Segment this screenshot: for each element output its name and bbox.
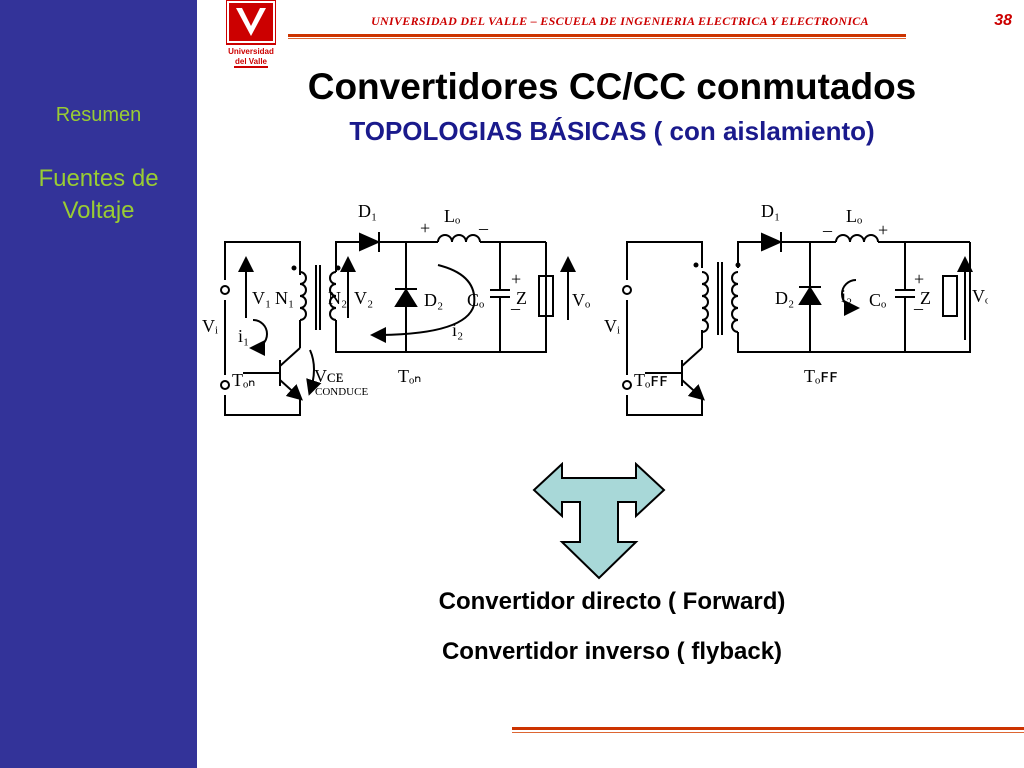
label-fb-d1: D₁ (761, 201, 780, 221)
label-fb-toff-out: Tₒꜰꜰ (804, 366, 838, 386)
label-plus-co: + (511, 269, 521, 289)
label-plus: + (420, 218, 430, 238)
label-co: Cₒ (467, 290, 484, 310)
label-lo: Lₒ (444, 206, 460, 226)
label-z: Z (516, 288, 527, 308)
logo-text-line2: del Valle (235, 57, 268, 66)
label-vo: Vₒ (572, 290, 590, 310)
label-d2: D₂ (424, 290, 443, 310)
label-i1: i₁ (238, 326, 249, 346)
footer-divider-thin (512, 732, 1024, 733)
label-fb-toff-left: Tₒꜰꜰ (634, 370, 668, 390)
label-fb-vi: Vᵢ (604, 316, 620, 336)
label-n2: N₂ (328, 288, 347, 308)
label-ton-left: Tₒₙ (232, 370, 255, 390)
header-divider-thin (288, 38, 906, 39)
footer-divider (512, 727, 1024, 730)
label-forward: Convertidor directo ( Forward) (438, 588, 786, 615)
sidebar-item-resumen[interactable]: Resumen (55, 104, 142, 126)
label-fb-minus-co: – (913, 298, 924, 318)
label-fb-vo: Vₒ (972, 286, 988, 306)
forward-converter-circuit (224, 232, 576, 416)
label-fb-minus: – (822, 220, 833, 240)
university-logo: Universidad del Valle (226, 0, 276, 68)
label-vce: Vᴄᴇ (314, 366, 344, 386)
label-i2: i₂ (452, 320, 463, 340)
slide-title: Convertidores CC/CC conmutados (307, 66, 917, 107)
page-number: 38 (994, 12, 1012, 29)
t-arrow-icon (532, 462, 666, 580)
label-n1: N₁ (275, 288, 294, 308)
label-d1: D₁ (358, 201, 377, 221)
label-fb-plus: + (878, 220, 888, 240)
circuit-diagrams: D₁ Lₒ + – D₂ Cₒ + – Z Vₒ Vᵢ i₁ V₁ N₁ N₂ … (202, 201, 988, 416)
header-institution: UNIVERSIDAD DEL VALLE – ESCUELA DE INGEN… (371, 14, 869, 28)
sidebar: Resumen Fuentes de Voltaje (0, 0, 197, 768)
flyback-converter-circuit (622, 232, 973, 416)
label-vi: Vᵢ (202, 316, 218, 336)
label-fb-i2: i₂ (841, 286, 852, 306)
label-fb-co: Cₒ (869, 290, 886, 310)
label-minus-co: – (510, 298, 521, 318)
sidebar-item-fuentes-de-voltaje[interactable]: Fuentes de Voltaje (0, 163, 197, 227)
label-flyback: Convertidor inverso ( flyback) (441, 638, 783, 665)
label-fb-z: Z (920, 288, 931, 308)
label-fb-plus-co: + (914, 269, 924, 289)
label-v1: V₁ (252, 288, 271, 308)
slide-subtitle: TOPOLOGIAS BÁSICAS ( con aislamiento) (349, 116, 875, 146)
label-fb-d2: D₂ (775, 288, 794, 308)
label-conduce: CONDUCE (315, 386, 368, 398)
label-minus: – (478, 218, 489, 238)
label-ton-out: Tₒₙ (398, 366, 421, 386)
label-v2: V₂ (354, 288, 373, 308)
sidebar-item-label: Fuentes de Voltaje (38, 165, 159, 224)
label-fb-lo: Lₒ (846, 206, 862, 226)
header-divider (288, 34, 906, 37)
logo-text-line1: Universidad (228, 47, 274, 56)
